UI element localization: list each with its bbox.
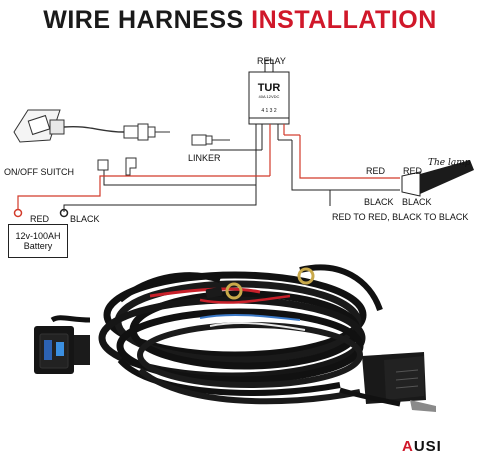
switch-label: ON/OFF SUITCH bbox=[4, 167, 74, 177]
harness-photo bbox=[34, 264, 436, 412]
lamp-label: The lamp bbox=[428, 158, 471, 168]
instruction-label: RED TO RED, BLACK TO BLACK bbox=[332, 212, 469, 222]
battery-capacity: 12v-100AH bbox=[15, 231, 61, 241]
lamp-icon bbox=[401, 160, 474, 197]
switch-connector-icon bbox=[123, 123, 156, 141]
brand-accent: A bbox=[402, 438, 414, 455]
title-part-2: INSTALLATION bbox=[251, 6, 437, 34]
lamp-black-label: BLACK bbox=[402, 197, 432, 207]
page-title: WIRE HARNESS INSTALLATION bbox=[0, 6, 480, 35]
title-part-1: WIRE HARNESS bbox=[43, 6, 244, 34]
relay-icon bbox=[248, 59, 290, 125]
black-wire-label: BLACK bbox=[364, 197, 394, 207]
battery-box: 12v-100AH Battery bbox=[8, 224, 68, 258]
battery-black-label: BLACK bbox=[70, 214, 100, 224]
connector-pair-icon bbox=[97, 157, 137, 176]
linker-icon bbox=[191, 134, 213, 146]
brand-logo: AUSI bbox=[402, 438, 442, 455]
battery-terminal-red-icon bbox=[13, 208, 23, 218]
relay-brand: TUR bbox=[257, 82, 281, 94]
relay-face: TUR 40A 12VDC 4 1 3 2 bbox=[252, 78, 286, 116]
battery-red-label: RED bbox=[30, 214, 50, 224]
brand-rest: USI bbox=[413, 438, 442, 455]
relay-label: RELAY bbox=[257, 56, 286, 66]
lamp-red-label: RED bbox=[403, 166, 423, 176]
linker-label: LINKER bbox=[188, 153, 221, 163]
red-wire-label: RED bbox=[366, 166, 386, 176]
battery-name: Battery bbox=[23, 241, 53, 251]
relay-spec: 40A 12VDC bbox=[258, 94, 280, 99]
switch-icon bbox=[13, 109, 65, 143]
relay-pins: 4 1 3 2 bbox=[261, 108, 277, 114]
battery-terminal-black-icon bbox=[59, 208, 69, 218]
